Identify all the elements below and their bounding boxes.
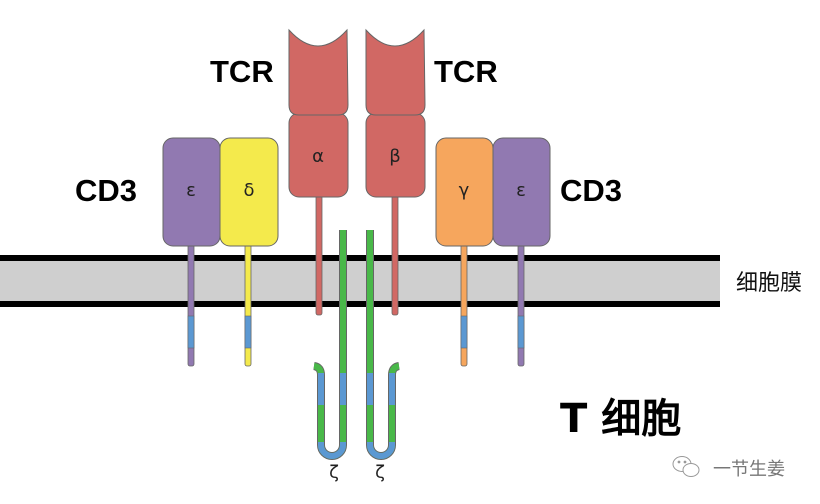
- t-cell-label: T 细胞: [560, 396, 681, 442]
- tcr-alpha-stalk: [315, 194, 323, 316]
- itam-motif: [389, 373, 395, 405]
- cell-membrane: [0, 255, 720, 307]
- itam-motif: [367, 442, 395, 459]
- membrane-inner-line: [0, 301, 720, 307]
- membrane-outer-line: [0, 255, 720, 261]
- cd3-label-left: CD3: [75, 173, 137, 208]
- tcr-beta-chain: β: [365, 28, 426, 316]
- tcr-label-left: TCR: [210, 54, 274, 89]
- zeta-left-symbol: ζ: [329, 462, 339, 483]
- tcr-alpha-symbol: α: [312, 146, 324, 167]
- zeta-right-chain: ζ: [366, 230, 400, 483]
- watermark-text: 一节生姜: [713, 459, 785, 480]
- cd3-epsilon-left-symbol: ε: [186, 180, 196, 201]
- cd3-epsilon-right-chain: ε: [492, 137, 551, 367]
- tcr-alpha-variable-domain: [288, 28, 349, 116]
- itam-motif: [244, 315, 252, 349]
- tcr-label-right: TCR: [434, 54, 498, 89]
- zeta-left-chain: ζ: [313, 230, 347, 483]
- cd3-epsilon-left-chain: ε: [162, 137, 221, 367]
- itam-motif: [318, 442, 346, 459]
- watermark: 一节生姜: [672, 456, 785, 480]
- cd3-delta-chain: δ: [219, 137, 279, 367]
- membrane-fill: [0, 258, 720, 304]
- itam-motif: [318, 373, 324, 405]
- itam-motif: [517, 315, 525, 349]
- cd3-gamma-symbol: γ: [459, 180, 470, 201]
- cd3-epsilon-right-domain: [492, 137, 551, 247]
- itam-motif: [340, 373, 346, 405]
- tcr-beta-stalk: [391, 194, 399, 316]
- wechat-icon: [672, 456, 700, 477]
- zeta-right-symbol: ζ: [375, 462, 385, 483]
- itam-motif: [367, 373, 373, 405]
- cd3-gamma-chain: γ: [435, 137, 494, 367]
- cd3-delta-symbol: δ: [243, 180, 254, 201]
- itam-motif: [460, 315, 468, 349]
- tcr-beta-symbol: β: [389, 146, 401, 167]
- cd3-delta-domain: [219, 137, 279, 247]
- tcr-beta-variable-domain: [365, 28, 426, 116]
- cd3-label-right: CD3: [560, 173, 622, 208]
- membrane-label: 细胞膜: [736, 271, 802, 296]
- cd3-epsilon-right-symbol: ε: [516, 180, 526, 201]
- itam-motif: [187, 315, 195, 349]
- tcr-alpha-chain: α: [288, 28, 349, 316]
